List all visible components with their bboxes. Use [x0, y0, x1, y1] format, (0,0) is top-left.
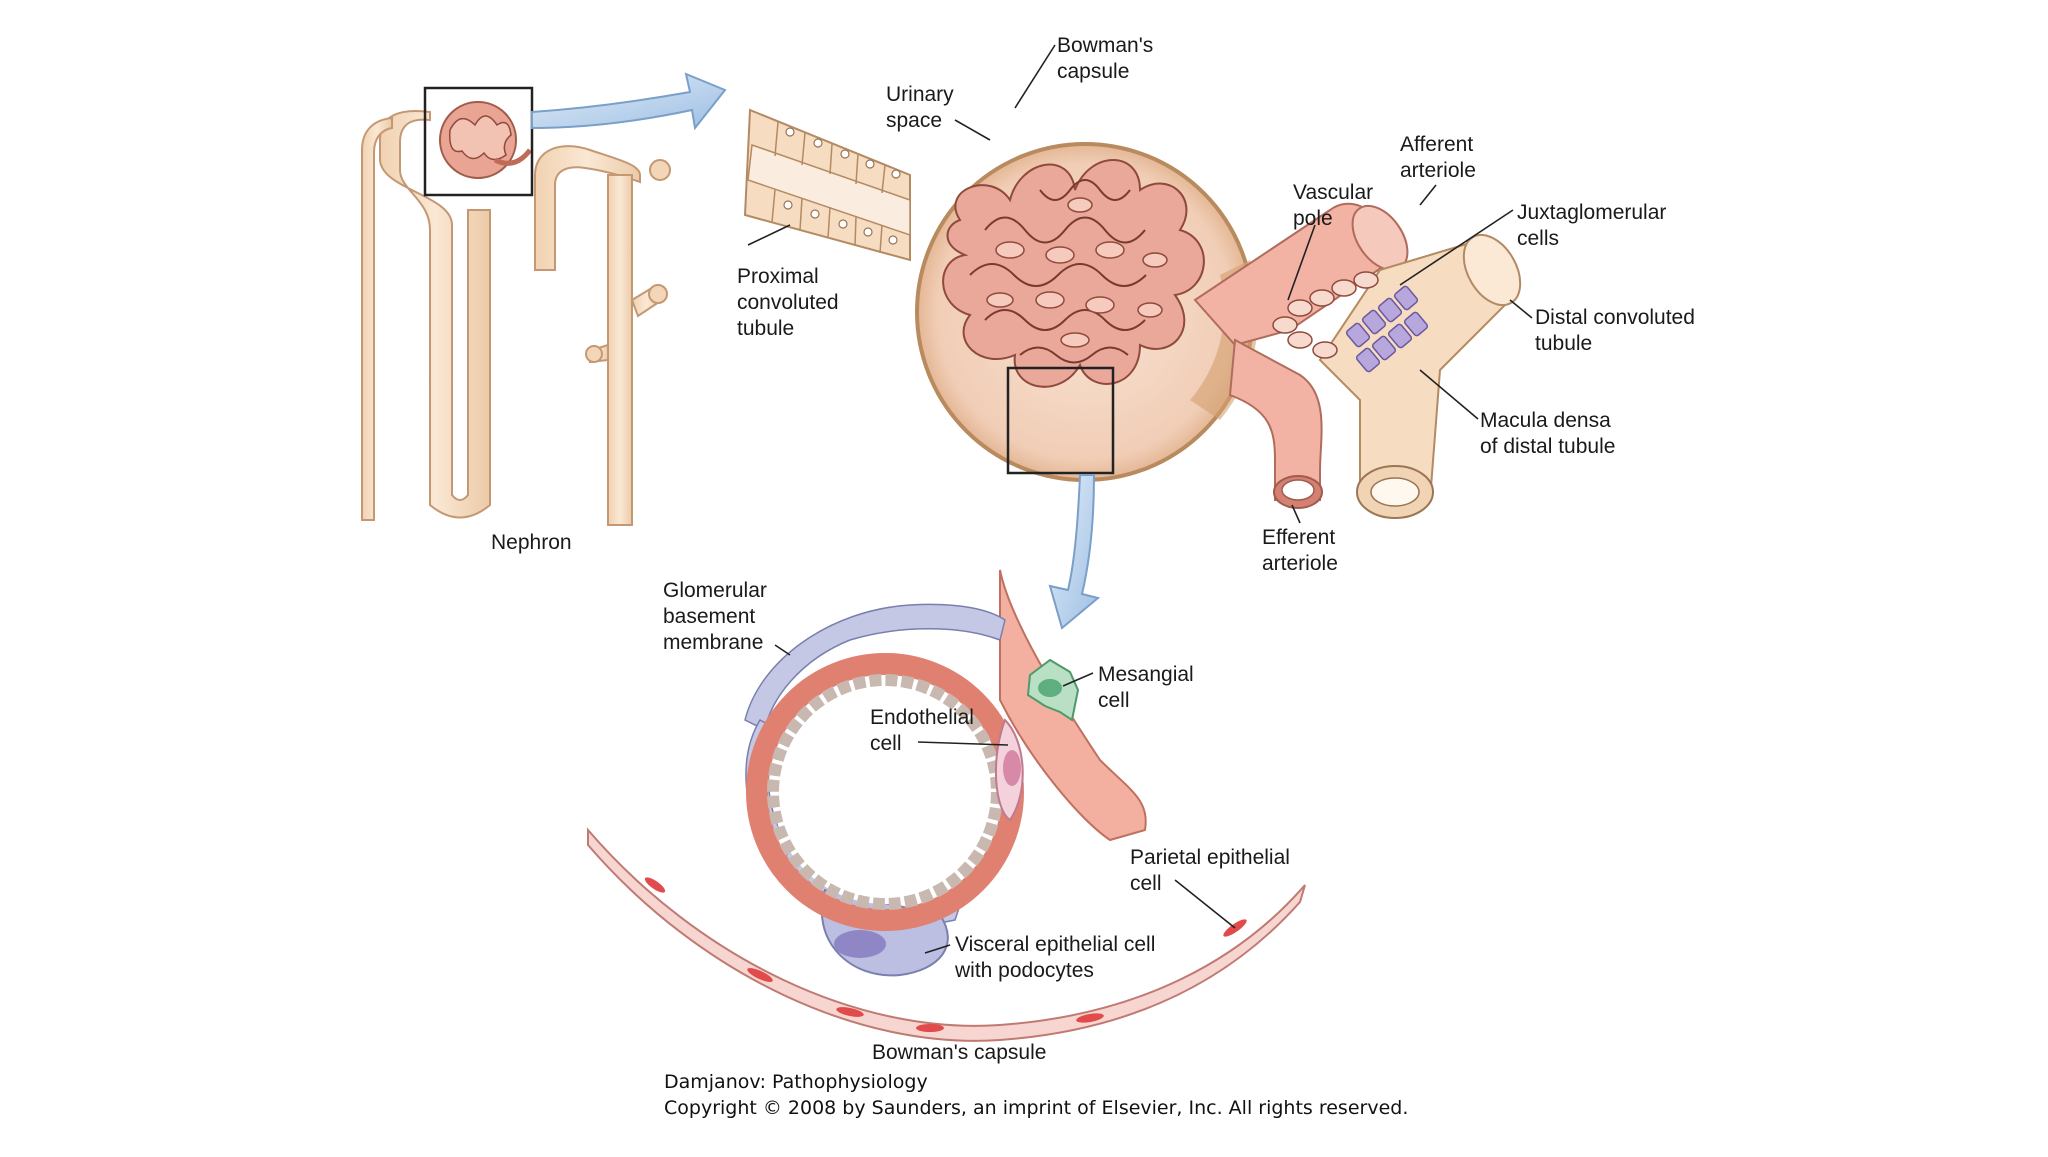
- glomerulus: [915, 142, 1259, 482]
- label-afferent-arteriole: Afferent arteriole: [1400, 133, 1476, 182]
- leader-endothelial: [917, 741, 1009, 746]
- leader-efferent: [1291, 504, 1301, 524]
- label-bowmans-capsule-bottom: Bowman's capsule: [872, 1041, 1047, 1064]
- mesangium: [999, 569, 1147, 842]
- collecting-duct: [607, 174, 633, 526]
- label-distal-tubule: Distal convoluted tubule: [1535, 306, 1695, 355]
- proximal-tubule-lumen: [747, 143, 911, 237]
- label-endothelial-cell: Endothelial cell: [870, 706, 974, 755]
- leader-urinary-space: [954, 119, 991, 141]
- branch-end-1: [648, 284, 668, 304]
- capillary-loops: [969, 179, 1147, 364]
- visceral-cell-nucleus: [834, 930, 886, 958]
- label-visceral-epithelial-cell: Visceral epithelial cell with podocytes: [955, 933, 1156, 982]
- branch-end-2: [585, 345, 603, 363]
- parietal-layer: [587, 827, 1306, 1042]
- credit-block: Damjanov: Pathophysiology Copyright © 20…: [664, 1069, 1408, 1121]
- label-bowmans-capsule-top: Bowman's capsule: [1057, 34, 1154, 83]
- juxtaglomerular-cells-shapes: [1272, 271, 1379, 359]
- leader-juxtaglomerular: [1399, 209, 1514, 286]
- leader-gbm: [774, 644, 791, 656]
- label-glomerular-basement-membrane: Glomerular basement membrane: [663, 579, 767, 654]
- distal-tubule-small: [534, 145, 641, 271]
- label-macula-densa: Macula densa of distal tubule: [1480, 409, 1616, 458]
- vascular-pole: [1193, 202, 1522, 519]
- zoom-box-glomerulus: [1006, 366, 1115, 475]
- credit-source: Damjanov: Pathophysiology: [664, 1071, 928, 1093]
- small-arteriole: [493, 148, 532, 166]
- efferent-lumen: [1281, 479, 1315, 501]
- small-glomerulus-loops: [449, 115, 512, 161]
- endothelial-cell-nucleus: [1003, 750, 1021, 786]
- leader-lines: [747, 44, 1533, 954]
- duct-end: [649, 159, 671, 181]
- mesangial-cell-nucleus: [1038, 679, 1062, 697]
- zoom-arrow-2: [1048, 474, 1101, 630]
- capillary-tuft: [942, 159, 1205, 388]
- zoom-arrow-1: [531, 72, 727, 131]
- capillary-lumen: [781, 688, 989, 896]
- loop-of-henle: [379, 110, 491, 519]
- leader-parietal: [1174, 879, 1236, 929]
- leader-mesangial: [1062, 672, 1094, 687]
- tubule-left: [361, 116, 393, 521]
- macula-densa-shapes: [1345, 285, 1429, 373]
- label-proximal-tubule: Proximal convoluted tubule: [737, 265, 839, 340]
- capillary-lumens: [986, 197, 1168, 348]
- proximal-tubule: [743, 108, 911, 262]
- leader-bowmans-top: [1014, 44, 1056, 109]
- leader-afferent: [1419, 184, 1437, 206]
- label-parietal-epithelial-cell: Parietal epithelial cell: [1130, 846, 1290, 895]
- leader-distal: [1509, 299, 1533, 319]
- label-juxtaglomerular-cells: Juxtaglomerular cells: [1517, 201, 1667, 250]
- capillary-detail: [587, 569, 1306, 1042]
- parietal-cell-nuclei: [644, 877, 1247, 1032]
- label-mesangial-cell: Mesangial cell: [1098, 663, 1194, 712]
- label-efferent-arteriole: Efferent arteriole: [1262, 526, 1338, 575]
- distal-lumen: [1370, 477, 1420, 507]
- zoom-box-nephron: [423, 86, 534, 197]
- efferent-arteriole-shape: [1228, 338, 1323, 501]
- nephron-illustration: [361, 86, 671, 526]
- leader-visceral: [924, 944, 951, 954]
- credit-copyright: Copyright © 2008 by Saunders, an imprint…: [664, 1097, 1409, 1119]
- label-vascular-pole: Vascular pole: [1293, 181, 1374, 230]
- leader-proximal: [747, 224, 791, 246]
- label-urinary-space: Urinary space: [886, 83, 954, 132]
- label-nephron: Nephron: [491, 531, 572, 554]
- leader-macula-densa: [1419, 369, 1479, 420]
- leader-vascular-pole: [1287, 224, 1316, 301]
